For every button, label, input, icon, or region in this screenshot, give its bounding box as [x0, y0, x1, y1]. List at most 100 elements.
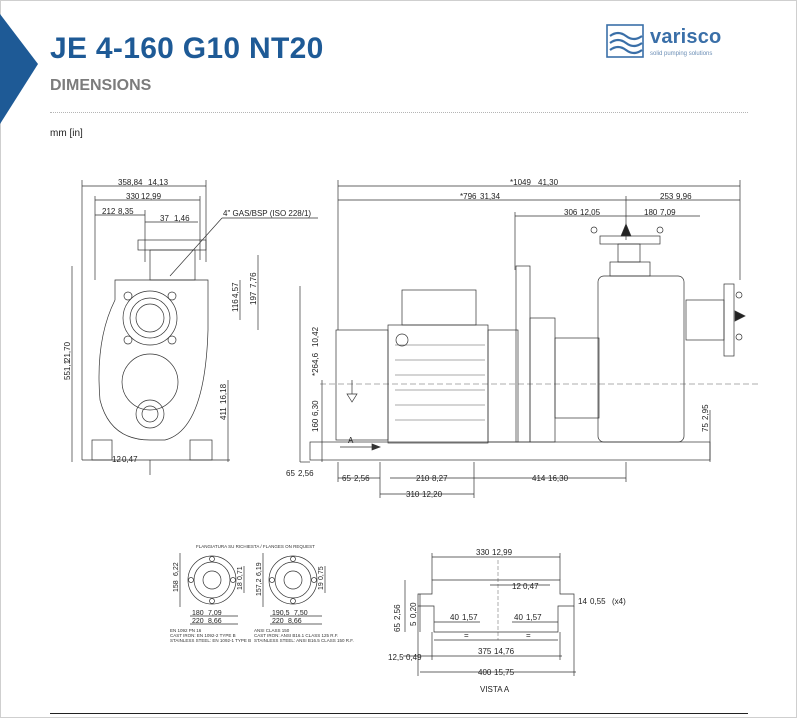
vista-eq-left: =	[464, 631, 469, 640]
flange-right-note-2: CAST IRON: ANSI B16.1 CLASS 125 R.F.	[254, 633, 338, 638]
dim-306-in: 12,05	[580, 208, 601, 217]
header-accent-shape	[0, 14, 38, 124]
flange-right-d190-in: 7,50	[294, 610, 308, 617]
dim-210-in: 8,27	[432, 474, 448, 483]
dim-180: 180	[644, 208, 658, 217]
brand-logo: varisco solid pumping solutions	[606, 24, 746, 64]
flange-left-note-3: STAINLESS STEEL: EN 1092-1 TYPE B	[170, 638, 251, 643]
vista-a-label: VISTA A	[480, 685, 510, 694]
dim-411-in: 16,18	[219, 383, 228, 404]
dim-12-in: 0,47	[122, 455, 138, 464]
flange-left	[179, 553, 245, 625]
dim-210: 210	[416, 474, 430, 483]
flange-left-d18: 18	[237, 582, 244, 590]
dim-12: 12	[112, 455, 121, 464]
dim-65-right: 65	[342, 474, 351, 483]
dim-796-in: 31,34	[480, 192, 501, 201]
vista-dim-330: 330	[476, 548, 490, 557]
vista-dim-400-in: 15,75	[494, 668, 515, 677]
dim-796: *796	[460, 192, 477, 201]
flange-right-note-1: ANSI CLASS 150	[254, 628, 290, 633]
vista-dim-12-5: 12,5	[388, 653, 404, 662]
dim-37-in: 1,46	[174, 214, 190, 223]
dim-310: 310	[406, 490, 420, 499]
vista-dim-40-left: 40	[450, 613, 459, 622]
dim-116: 116	[231, 299, 240, 312]
vista-dim-40-left-in: 1,57	[462, 613, 478, 622]
vista-dim-5: 5	[409, 621, 418, 626]
vista-dim-12-in: 0,47	[523, 582, 539, 591]
vista-dim-12: 12	[512, 582, 521, 591]
flange-right-d220-in: 8,66	[288, 618, 302, 625]
dim-37: 37	[160, 214, 169, 223]
vista-a-view	[403, 553, 576, 676]
brand-name: varisco	[650, 26, 722, 48]
view-arrow-label: A	[348, 436, 354, 445]
page-title: JE 4-160 G10 NT20	[50, 32, 324, 65]
vista-dim-375-in: 14,76	[494, 647, 515, 656]
vista-hole-count: (x4)	[612, 597, 626, 606]
flange-right-d220: 220	[272, 618, 284, 625]
flange-left-d180: 180	[192, 610, 204, 617]
vista-dim-5-in: 0,20	[409, 602, 418, 618]
vista-dim-12-5-in: 0,49	[406, 653, 422, 662]
dim-306: 306	[564, 208, 578, 217]
flange-right-d19: 19	[318, 582, 325, 590]
flange-left-d158: 158	[173, 580, 180, 592]
dim-197-in: 7,76	[249, 272, 258, 288]
dim-width-total-in: 14,13	[148, 178, 169, 187]
dim-212-in: 8,35	[118, 207, 134, 216]
vista-dim-400: 400	[478, 668, 492, 677]
flange-left-d158-in: 6,22	[173, 562, 180, 576]
dim-total-length: *1049	[510, 178, 531, 187]
dim-116-in: 4,57	[231, 282, 240, 298]
dim-width-330: 330	[126, 192, 140, 201]
flange-left-d220: 220	[192, 618, 204, 625]
flange-right-d19-in: 0,75	[318, 566, 325, 580]
dim-75-in: 2,95	[701, 404, 710, 420]
flange-left-note-2: CAST IRON: EN 1092-2 TYPE B	[170, 633, 236, 638]
dim-212: 212	[102, 207, 116, 216]
dim-160-in: 6,30	[311, 400, 320, 416]
dim-75: 75	[701, 423, 710, 432]
wave-logo-icon	[606, 24, 644, 58]
vista-dim-375: 375	[478, 647, 492, 656]
flange-left-note-1: EN 1092 PN 16	[170, 628, 202, 633]
side-view	[299, 180, 760, 498]
dim-197: 197	[249, 291, 258, 305]
dim-65-left: 65	[286, 469, 295, 478]
dim-180-in: 7,09	[660, 208, 676, 217]
flange-left-d18-in: 0,71	[237, 566, 244, 580]
flanges-caption: FLANGIATURA SU RICHIESTA / FLANGES ON RE…	[196, 544, 315, 549]
dim-65-right-in: 2,56	[354, 474, 370, 483]
flange-right-d157-in: 6,19	[256, 562, 263, 576]
vista-dim-40-right-in: 1,57	[526, 613, 542, 622]
flange-right	[262, 553, 326, 625]
dim-411: 411	[219, 407, 228, 420]
dim-414: 414	[532, 474, 546, 483]
dim-160: 160	[311, 418, 320, 432]
vista-eq-right: =	[526, 631, 531, 640]
dim-264-in: 10,42	[311, 326, 320, 347]
dim-551: 551,1	[63, 359, 72, 380]
vista-hole-dia: 14	[578, 597, 587, 606]
vista-dim-65: 65	[393, 623, 402, 632]
page-subtitle: DIMENSIONS	[50, 77, 152, 94]
flange-left-d180-in: 7,09	[208, 610, 222, 617]
front-view	[71, 180, 318, 475]
vista-dim-40-right: 40	[514, 613, 523, 622]
vista-dim-330-in: 12,99	[492, 548, 513, 557]
dim-253-in: 9,96	[676, 192, 692, 201]
brand-tagline: solid pumping solutions	[650, 51, 713, 57]
dim-width-330-in: 12,99	[141, 192, 162, 201]
flange-right-d190: 190,5	[272, 610, 290, 617]
dim-310-in: 12,20	[422, 490, 443, 499]
dim-total-length-in: 41,30	[538, 178, 559, 187]
header-separator	[50, 112, 748, 113]
vista-dim-65-in: 2,56	[393, 604, 402, 620]
vista-hole-dia-in: 0,55	[590, 597, 606, 606]
dim-253: 253	[660, 192, 674, 201]
dim-65-left-in: 2,56	[298, 469, 314, 478]
port-label: 4" GAS/BSP (ISO 228/1)	[223, 209, 311, 218]
